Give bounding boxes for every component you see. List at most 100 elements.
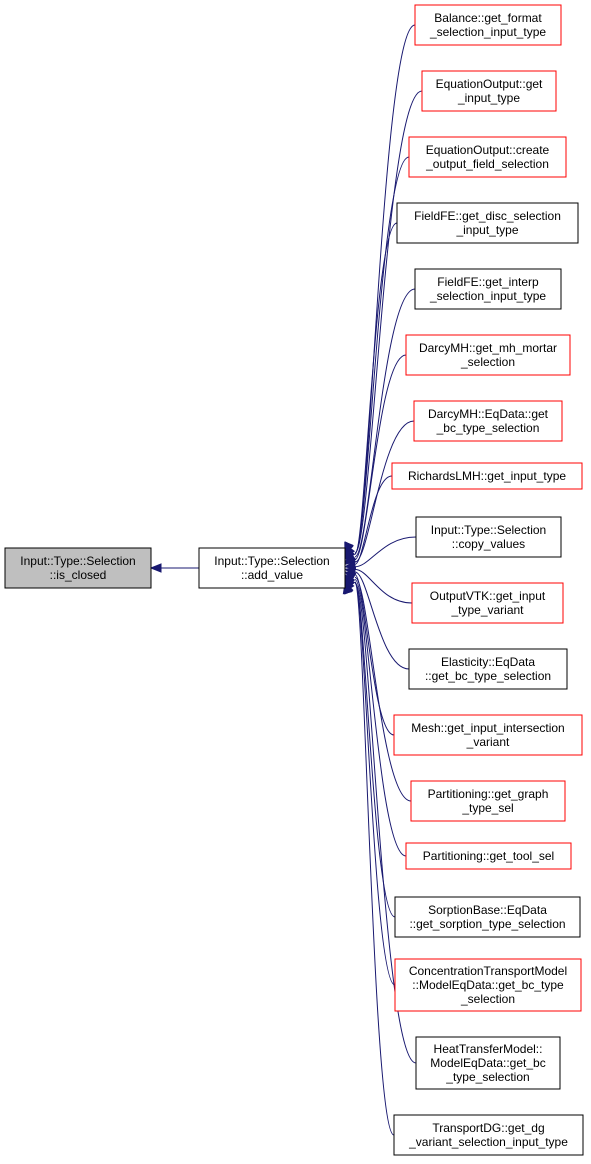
node-label-line: Balance::get_format: [434, 11, 542, 25]
node-label-line: FieldFE::get_interp: [437, 275, 539, 289]
node-label-line: Mesh::get_input_intersection: [411, 721, 564, 735]
edge-outputvtk-to-add_value: [343, 566, 413, 604]
node-eqout_create[interactable]: EquationOutput::create_output_field_sele…: [408, 136, 567, 178]
edge-transportdg-to-add_value: [342, 581, 395, 1136]
node-label-line: _selection_input_type: [429, 289, 546, 303]
node-box[interactable]: [415, 516, 562, 558]
node-label-line: Elasticity::EqData: [441, 655, 535, 669]
edge-line: [354, 536, 417, 568]
node-box[interactable]: [414, 4, 562, 46]
edge-darcy_bc-to-add_value: [343, 420, 415, 563]
edge-line: [354, 156, 410, 554]
node-heat[interactable]: HeatTransferModel::ModelEqData::get_bc_t…: [415, 1036, 561, 1090]
node-elasticity[interactable]: Elasticity::EqData::get_bc_type_selectio…: [408, 648, 568, 690]
node-box[interactable]: [408, 648, 568, 690]
node-label-line: DarcyMH::EqData::get: [428, 407, 549, 421]
node-label-line: _input_type: [455, 223, 518, 237]
node-transportdg[interactable]: TransportDG::get_dg_variant_selection_in…: [393, 1114, 584, 1156]
node-label-line: ConcentrationTransportModel: [409, 964, 567, 978]
node-box[interactable]: [393, 1114, 584, 1156]
node-box[interactable]: [405, 842, 572, 870]
node-box[interactable]: [4, 547, 152, 589]
node-part_graph[interactable]: Partitioning::get_graph_type_sel: [410, 780, 566, 822]
node-box[interactable]: [405, 334, 571, 376]
node-add_value[interactable]: Input::Type::Selection::add_value: [198, 547, 346, 589]
node-label-line: TransportDG::get_dg: [432, 1121, 544, 1135]
node-label-line: _variant: [466, 735, 510, 749]
edge-mesh-to-add_value: [344, 573, 395, 736]
node-label-line: ::add_value: [241, 568, 303, 582]
node-part_tool[interactable]: Partitioning::get_tool_sel: [405, 842, 572, 870]
node-label-line: Partitioning::get_graph: [428, 787, 549, 801]
edge-line: [354, 90, 423, 554]
node-copy_values[interactable]: Input::Type::Selection::copy_values: [415, 516, 562, 558]
node-box[interactable]: [413, 400, 563, 442]
node-label-line: _input_type: [457, 91, 520, 105]
node-label-line: ::copy_values: [452, 537, 525, 551]
node-balance[interactable]: Balance::get_format_selection_input_type: [414, 4, 562, 46]
node-label-line: Input::Type::Selection: [20, 554, 135, 568]
node-label-line: _type_sel: [461, 801, 513, 815]
node-box[interactable]: [410, 780, 566, 822]
node-label-line: ModelEqData::get_bc: [430, 1056, 545, 1070]
node-sorption[interactable]: SorptionBase::EqData::get_sorption_type_…: [394, 896, 581, 938]
node-darcy_bc[interactable]: DarcyMH::EqData::get_bc_type_selection: [413, 400, 563, 442]
node-eqout_get[interactable]: EquationOutput::get_input_type: [421, 70, 557, 112]
edge-add_value-to-is_closed: [149, 563, 199, 573]
edge-line: [354, 579, 407, 857]
node-darcy_mortar[interactable]: DarcyMH::get_mh_mortar_selection: [405, 334, 571, 376]
edge-part_graph-to-add_value: [344, 576, 412, 802]
edge-line: [354, 288, 416, 558]
node-label-line: Input::Type::Selection: [431, 523, 546, 537]
node-fieldfe_interp[interactable]: FieldFE::get_interp_selection_input_type: [414, 268, 562, 310]
node-box[interactable]: [394, 896, 581, 938]
node-box[interactable]: [414, 268, 562, 310]
node-box[interactable]: [393, 714, 583, 756]
node-label-line: EquationOutput::create: [426, 143, 550, 157]
edge-line: [354, 571, 410, 670]
node-box[interactable]: [198, 547, 346, 589]
node-label-line: _selection: [460, 355, 515, 369]
node-label-line: RichardsLMH::get_input_type: [408, 469, 566, 483]
node-label-line: DarcyMH::get_mh_mortar: [419, 341, 557, 355]
nodes-layer: Input::Type::Selection::is_closedInput::…: [4, 4, 584, 1156]
node-label-line: HeatTransferModel::: [434, 1042, 543, 1056]
node-label-line: ::is_closed: [50, 568, 107, 582]
node-label-line: EquationOutput::get: [436, 77, 543, 91]
node-label-line: SorptionBase::EqData: [428, 903, 547, 917]
node-label-line: Partitioning::get_tool_sel: [423, 849, 554, 863]
node-conc[interactable]: ConcentrationTransportModel::ModelEqData…: [394, 958, 582, 1012]
node-box[interactable]: [396, 202, 579, 244]
node-box[interactable]: [415, 1036, 561, 1090]
node-label-line: FieldFE::get_disc_selection: [414, 209, 561, 223]
node-label-line: _selection: [460, 992, 515, 1006]
node-mesh[interactable]: Mesh::get_input_intersection_variant: [393, 714, 583, 756]
edge-line: [354, 582, 417, 1064]
node-label-line: _type_variant: [450, 603, 524, 617]
edge-line: [354, 222, 398, 555]
node-box[interactable]: [394, 958, 582, 1012]
edge-line: [354, 581, 396, 918]
node-label-line: _selection_input_type: [429, 25, 546, 39]
node-fieldfe_disc[interactable]: FieldFE::get_disc_selection_input_type: [396, 202, 579, 244]
node-box[interactable]: [411, 582, 564, 624]
edge-line: [354, 475, 393, 565]
edge-line: [354, 568, 413, 604]
node-box[interactable]: [391, 462, 583, 490]
node-richards[interactable]: RichardsLMH::get_input_type: [391, 462, 583, 490]
node-label-line: _output_field_selection: [425, 157, 549, 171]
node-outputvtk[interactable]: OutputVTK::get_input_type_variant: [411, 582, 564, 624]
node-box[interactable]: [421, 70, 557, 112]
node-label-line: Input::Type::Selection: [214, 554, 329, 568]
edges-layer: [149, 24, 423, 1136]
edge-fieldfe_disc-to-add_value: [344, 222, 398, 556]
node-box[interactable]: [408, 136, 567, 178]
node-label-line: OutputVTK::get_input: [430, 589, 546, 603]
edge-line: [354, 582, 395, 1136]
edge-arrowhead: [149, 563, 162, 573]
node-is_closed[interactable]: Input::Type::Selection::is_closed: [4, 547, 152, 589]
node-label-line: _variant_selection_input_type: [408, 1135, 568, 1149]
node-label-line: ::get_sorption_type_selection: [409, 917, 565, 931]
node-label-line: _type_selection: [445, 1070, 529, 1084]
